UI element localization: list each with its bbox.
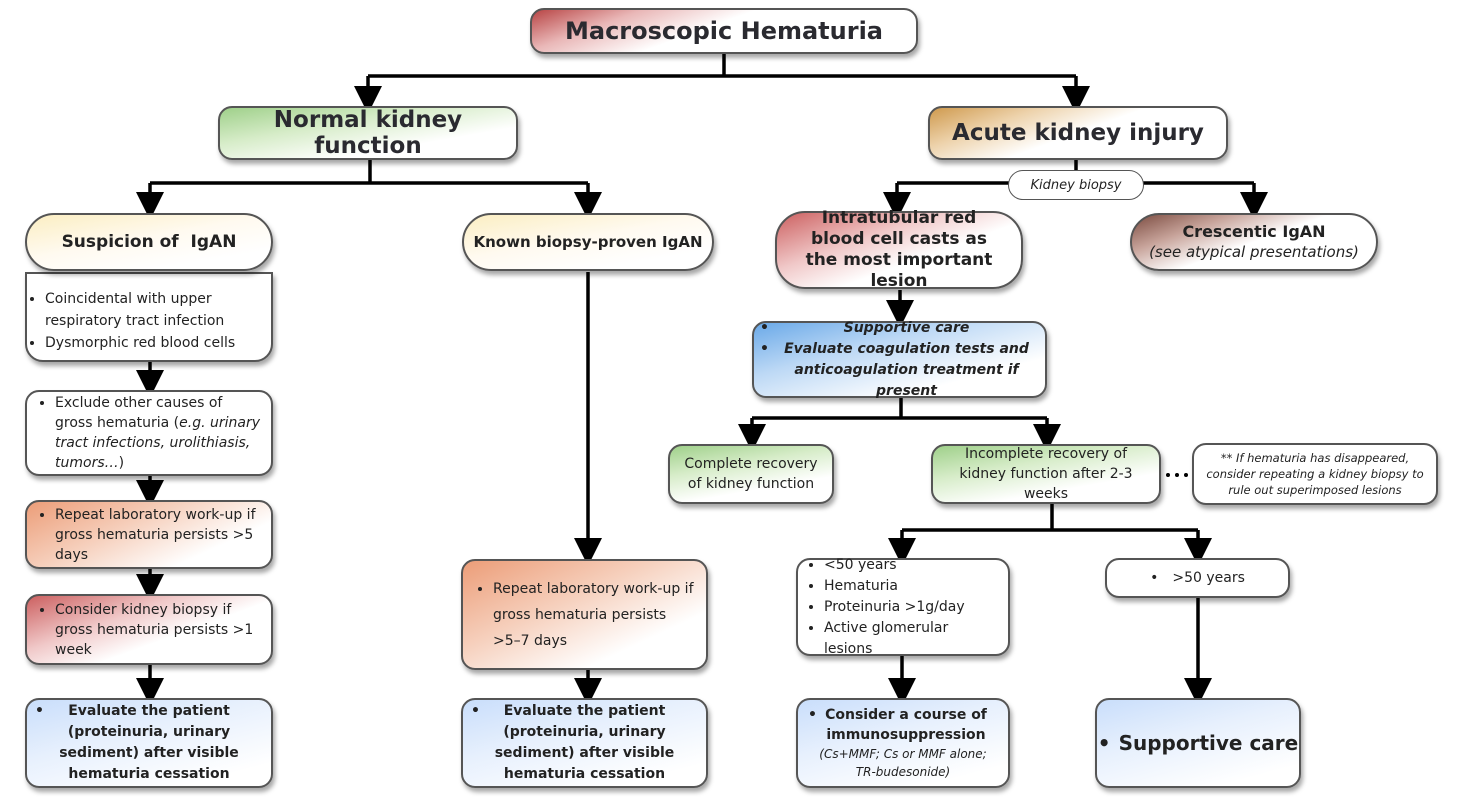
acute-kidney-injury-label: Acute kidney injury — [952, 120, 1204, 146]
evaluate-mid-box: • Evaluate the patient (proteinuria, uri… — [461, 698, 708, 788]
repeat-workup-mid-box: Repeat laboratory work-up if gross hemat… — [461, 559, 708, 670]
crescentic-igan-box: Crescentic IgAN (see atypical presentati… — [1130, 213, 1378, 271]
intratubular-text: Intratubular red blood cell casts as the… — [805, 208, 993, 291]
bullet: • — [35, 703, 44, 719]
under-50-criteria-box: <50 years Hematuria Proteinuria >1g/day … — [796, 555, 1010, 657]
list-item: Proteinuria >1g/day — [824, 597, 1000, 618]
list-item: Coincidental with upper respiratory trac… — [45, 288, 271, 332]
normal-kidney-function-label: Normal kidney function — [273, 107, 463, 159]
crescentic-igan-subtitle: (see atypical presentations) — [1149, 243, 1359, 261]
list-item: Hematuria — [824, 576, 1000, 597]
dotted-connector — [1166, 473, 1188, 477]
suspicion-criteria-list: Coincidental with upper respiratory trac… — [27, 288, 271, 354]
immunosuppression-box: • Consider a course of immunosuppression… — [796, 698, 1010, 788]
exclude-causes-box: Exclude other causes of gross hematuria … — [25, 390, 273, 476]
list-item: •Supportive care — [1097, 731, 1299, 755]
kidney-biopsy-label: Kidney biopsy — [1030, 177, 1122, 193]
list-item: <50 years — [824, 555, 1000, 576]
evaluate-left-text: Evaluate the patient (proteinuria, urina… — [59, 703, 239, 782]
evaluate-left-box: • Evaluate the patient (proteinuria, uri… — [25, 698, 273, 788]
immunosuppression-title: Consider a course of immunosuppression — [825, 707, 987, 743]
title-text: Macroscopic Hematuria — [565, 17, 883, 45]
suspicion-igan-header: Suspicion of IgAN — [25, 213, 273, 271]
crescentic-igan-title: Crescentic IgAN — [1182, 222, 1326, 241]
suspicion-igan-title: Suspicion of IgAN — [61, 232, 237, 252]
list-item: •>50 years — [1150, 570, 1245, 586]
complete-recovery-box: Complete recovery of kidney function — [668, 444, 834, 504]
known-igan-title: Known biopsy-proven IgAN — [473, 233, 703, 251]
over-50-box: •>50 years — [1105, 558, 1290, 598]
evaluate-mid-text: Evaluate the patient (proteinuria, urina… — [494, 703, 675, 782]
incomplete-recovery-box: Incomplete recovery of kidney function a… — [931, 444, 1161, 504]
repeat-workup-left-text: Repeat laboratory work-up if gross hemat… — [55, 505, 261, 565]
repeat-workup-mid-text: Repeat laboratory work-up if gross hemat… — [493, 576, 694, 654]
list-item: • Evaluate coagulation tests and anticoa… — [760, 340, 1029, 399]
repeat-biopsy-note-text: ** If hematuria has disappeared, conside… — [1206, 451, 1424, 497]
acute-kidney-injury-box: Acute kidney injury — [928, 106, 1228, 160]
list-item: • Supportive care — [760, 319, 970, 336]
title-box: Macroscopic Hematuria — [530, 8, 918, 54]
supportive-care-final-box: •Supportive care — [1095, 698, 1301, 788]
complete-recovery-text: Complete recovery of kidney function — [684, 456, 818, 492]
normal-kidney-function-box: Normal kidney function — [218, 106, 518, 160]
incomplete-recovery-text: Incomplete recovery of kidney function a… — [959, 446, 1133, 502]
immunosuppression-detail: (Cs+MMF; Cs or MMF alone; TR-budesonide) — [819, 747, 987, 779]
bullet: • — [808, 707, 817, 723]
list-item: Dysmorphic red blood cells — [45, 332, 271, 354]
connector-title — [368, 54, 1076, 78]
bullet: • — [471, 703, 480, 719]
known-igan-box: Known biopsy-proven IgAN — [462, 213, 714, 271]
intratubular-box: Intratubular red blood cell casts as the… — [775, 208, 1023, 291]
repeat-workup-left-box: Repeat laboratory work-up if gross hemat… — [25, 500, 273, 569]
suspicion-igan-box: Coincidental with upper respiratory trac… — [25, 272, 273, 362]
repeat-biopsy-note-box: ** If hematuria has disappeared, conside… — [1192, 443, 1438, 505]
consider-biopsy-box: Consider kidney biopsy if gross hematuri… — [25, 594, 273, 665]
kidney-biopsy-label-box: Kidney biopsy — [1008, 170, 1144, 200]
exclude-causes-text: Exclude other causes of gross hematuria … — [55, 393, 261, 473]
supportive-coagulation-box: • Supportive care • Evaluate coagulation… — [752, 319, 1047, 399]
list-item: Active glomerular lesions — [824, 618, 1000, 660]
consider-biopsy-text: Consider kidney biopsy if gross hematuri… — [55, 600, 261, 660]
